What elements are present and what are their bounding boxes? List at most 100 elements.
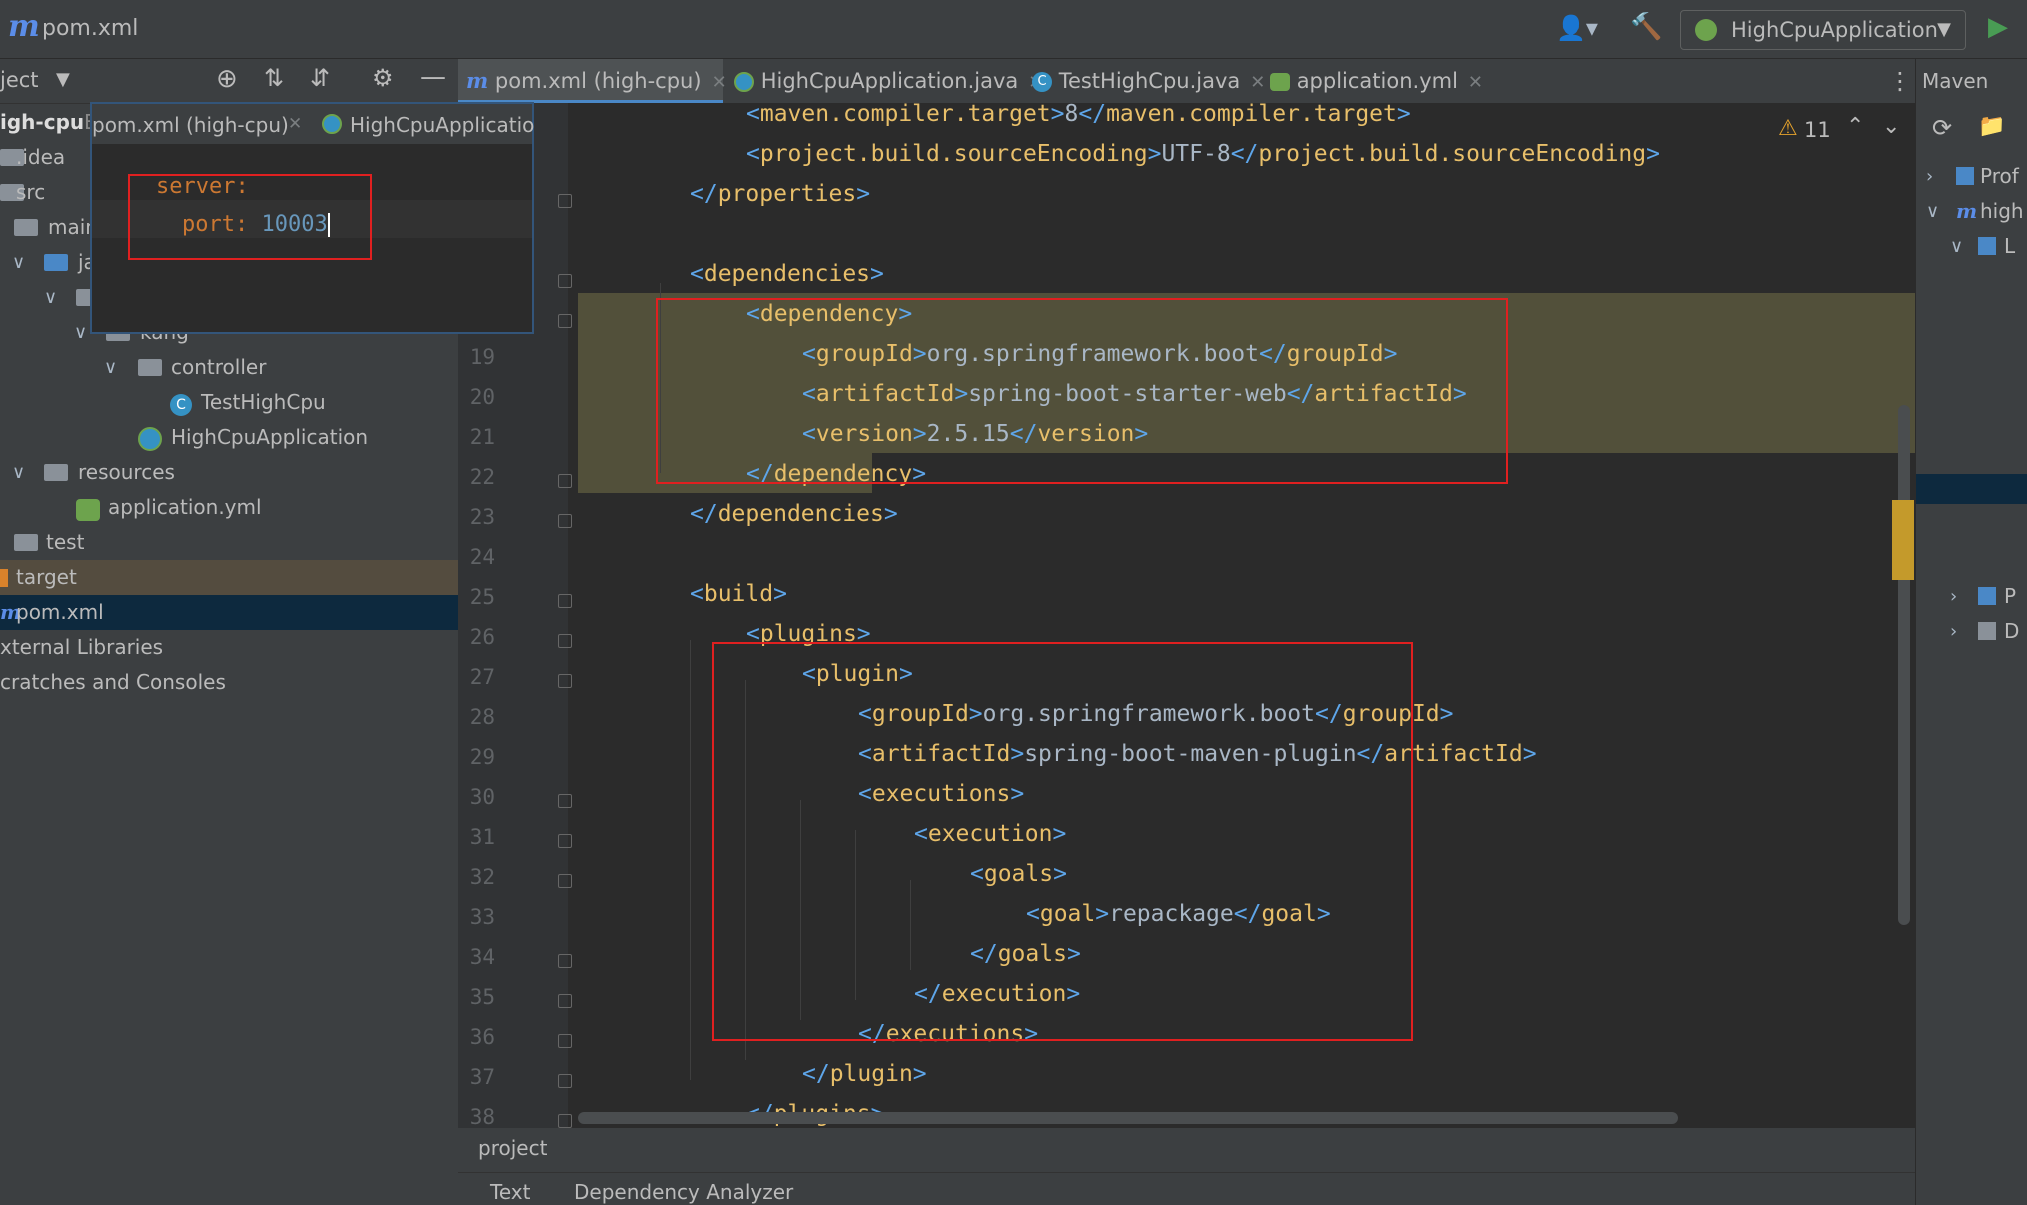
user-icon[interactable]: 👤▾ [1556,14,1598,42]
tree-item-idea[interactable]: .idea [0,140,458,175]
close-icon[interactable]: ✕ [288,114,303,134]
expand-all-icon[interactable]: ⇅ [264,64,285,92]
maven-item-dependencies[interactable]: › D [1916,614,2027,649]
tab-application-yml[interactable]: application.yml✕ [1270,59,1490,103]
close-icon[interactable]: ✕ [1467,72,1484,93]
tab-text[interactable]: Text [490,1180,531,1204]
chevron-down-icon[interactable]: ∨ [104,357,118,378]
code-line[interactable]: <project.build.sourceEncoding>UTF-8</pro… [746,141,1660,167]
tree-item-main[interactable]: main [0,210,458,245]
fold-icon[interactable] [558,994,572,1008]
tab-pom-xml[interactable]: m pom.xml (high-cpu)✕ [458,59,727,103]
code-line[interactable]: </goals> [970,941,1081,967]
close-icon[interactable]: ✕ [1250,72,1266,93]
fold-icon[interactable] [558,274,572,288]
tree-item-testhighcpu[interactable]: C TestHighCpu [0,385,458,420]
maven-selected-row[interactable] [1916,474,2027,504]
chevron-down-icon[interactable]: ∨ [44,287,58,308]
fold-icon[interactable] [558,594,572,608]
code-line[interactable]: <executions> [858,781,1025,807]
chevron-down-icon[interactable]: ∨ [12,252,26,273]
close-icon[interactable]: ✕ [711,72,727,93]
fold-icon[interactable] [558,794,572,808]
tree-item-scratches[interactable]: cratches and Consoles [0,670,226,694]
code-line[interactable]: </execution> [914,981,1081,1007]
collapse-all-icon[interactable]: ⇵ [310,64,331,92]
run-config-dropdown[interactable]: HighCpuApplication ▼ [1680,10,1966,50]
project-panel-header[interactable]: ject ▼ ⊕ ⇅ ⇵ ⚙ — [0,59,458,104]
code-line[interactable]: <dependencies> [690,261,884,287]
maven-item-lifecycle[interactable]: ∨ L [1916,229,2027,264]
code-line[interactable]: <maven.compiler.target>8</maven.compiler… [746,101,1411,127]
code-line[interactable]: <build> [690,581,787,607]
tree-item-external-libraries[interactable]: xternal Libraries [0,635,164,659]
tree-item-src[interactable]: src [0,175,458,210]
tree-item-resources[interactable]: ∨ resources [0,455,458,490]
maven-item-profiles[interactable]: › Prof [1916,159,2027,194]
chevron-down-icon[interactable]: ▼ [56,69,70,90]
code-line[interactable]: </executions> [858,1021,1039,1047]
code-editor[interactable] [458,103,1915,1128]
refresh-icon[interactable]: ⟳ [1932,114,1953,142]
code-line[interactable]: <artifactId>spring-boot-maven-plugin</ar… [858,741,1537,767]
file-preview-popup[interactable]: pom.xml (high-cpu) ✕ HighCpuApplicatio s… [90,102,534,334]
chevron-down-icon[interactable]: ∨ [1926,201,1940,222]
tab-highcpuapplication-java[interactable]: HighCpuApplication.java✕ [730,59,1043,103]
tab-dependency-analyzer[interactable]: Dependency Analyzer [574,1180,794,1204]
code-line[interactable]: </dependencies> [690,501,898,527]
chevron-right-icon[interactable]: › [1926,166,1934,187]
code-line[interactable]: <artifactId>spring-boot-starter-web</art… [802,381,1467,407]
code-line[interactable]: <dependency> [746,301,913,327]
code-line[interactable]: </plugin> [802,1061,927,1087]
code-line[interactable]: <version>2.5.15</version> [802,421,1149,447]
chevron-right-icon[interactable]: › [1950,621,1958,642]
horizontal-scrollbar[interactable] [578,1112,1678,1124]
code-line[interactable]: <groupId>org.springframework.boot</group… [858,701,1454,727]
maven-item-plugins[interactable]: › P [1916,579,2027,614]
tree-item-test[interactable]: test [0,525,458,560]
fold-icon[interactable] [558,954,572,968]
hide-icon[interactable]: — [420,62,446,92]
chevron-right-icon[interactable]: › [1950,586,1958,607]
tab-testhighcpu-java[interactable]: C TestHighCpu.java✕ [1032,59,1266,103]
fold-icon[interactable] [558,634,572,648]
fold-icon[interactable] [558,874,572,888]
fold-icon[interactable] [558,514,572,528]
tree-item-target[interactable]: target [0,560,458,595]
fold-icon[interactable] [558,1114,572,1128]
fold-icon[interactable] [558,1074,572,1088]
chevron-up-icon[interactable]: ⌃ [1846,114,1865,139]
warning-icon[interactable]: ⚠ [1778,116,1798,141]
fold-icon[interactable] [558,474,572,488]
chevron-down-icon[interactable]: ∨ [12,462,26,483]
fold-icon[interactable] [558,1034,572,1048]
locate-icon[interactable]: ⊕ [216,64,238,94]
code-line[interactable]: <plugin> [802,661,913,687]
vertical-scrollbar[interactable] [1898,405,1910,925]
fold-icon[interactable] [558,314,572,328]
tree-item-controller[interactable]: ∨ controller [0,350,458,385]
chevron-down-icon[interactable]: ⌄ [1882,114,1901,139]
more-tabs-icon[interactable]: ⋮ [1888,67,1912,95]
code-line[interactable]: <goals> [970,861,1067,887]
code-line[interactable]: <execution> [914,821,1067,847]
code-line[interactable]: </properties> [690,181,871,207]
build-hammer-icon[interactable]: 🔨 [1630,12,1663,42]
maven-item-high[interactable]: ∨ m high [1916,194,2027,229]
tree-item-pom[interactable]: m pom.xml [0,595,458,630]
tree-item-application-yml[interactable]: application.yml [0,490,458,525]
popup-tab-highcpu[interactable]: HighCpuApplicatio [350,113,535,137]
breadcrumb[interactable]: project [478,1136,548,1160]
add-project-icon[interactable]: 📁 [1978,114,2006,139]
code-line[interactable]: <groupId>org.springframework.boot</group… [802,341,1398,367]
code-line[interactable]: <goal>repackage</goal> [1026,901,1331,927]
fold-icon[interactable] [558,674,572,688]
tree-item-highcpuapplication[interactable]: HighCpuApplication [0,420,458,455]
chevron-down-icon[interactable]: ∨ [1950,236,1964,257]
gear-icon[interactable]: ⚙ [372,64,394,92]
project-view-label[interactable]: ject [0,68,39,92]
run-icon[interactable]: ▶ [1988,12,2008,42]
chevron-down-icon[interactable]: ∨ [74,322,88,343]
popup-tab-pom[interactable]: pom.xml (high-cpu) [92,113,289,137]
fold-icon[interactable] [558,834,572,848]
